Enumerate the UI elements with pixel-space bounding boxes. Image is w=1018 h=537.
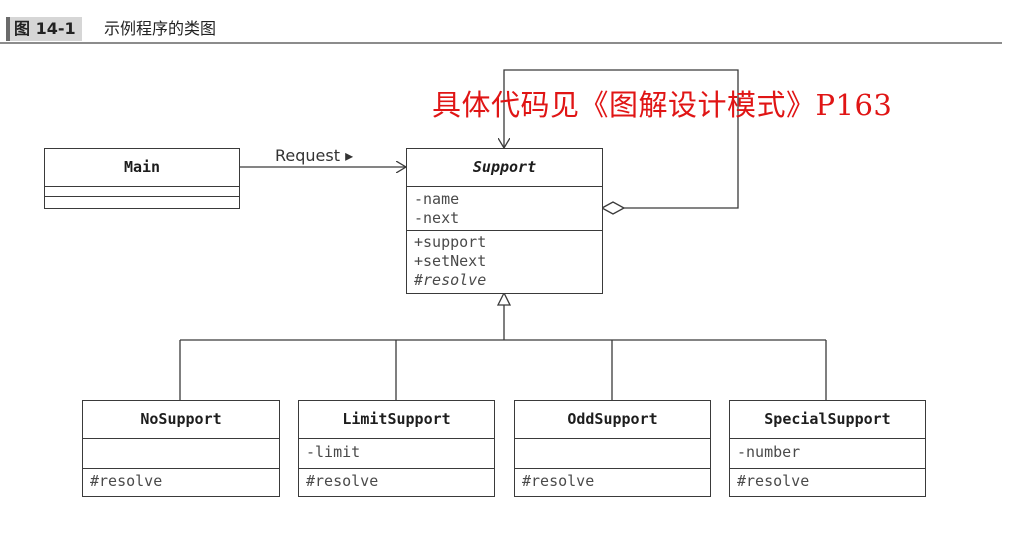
- attributes-section: [83, 439, 279, 469]
- class-name: OddSupport: [515, 401, 710, 439]
- figure-title: 示例程序的类图: [104, 19, 217, 38]
- attribute: -next: [414, 209, 460, 227]
- figure-number: 图 14-1: [6, 17, 82, 41]
- class-main: Main: [44, 148, 240, 209]
- operation: +setNext: [414, 252, 487, 270]
- class-special-support: SpecialSupport -number #resolve: [729, 400, 926, 497]
- operations-section: #resolve: [730, 469, 925, 491]
- generalization-triangle: [496, 291, 512, 306]
- figure-header: 图 14-1 示例程序的类图: [0, 13, 1018, 43]
- class-name: SpecialSupport: [730, 401, 925, 439]
- aggregation-diamond: [600, 201, 626, 215]
- attribute: -limit: [306, 443, 361, 461]
- next-aggregation-loop: [504, 69, 739, 209]
- operations-section: #resolve: [299, 469, 494, 491]
- header-rule: [0, 42, 1002, 44]
- operation: #resolve: [90, 472, 163, 490]
- class-name: LimitSupport: [299, 401, 494, 439]
- attributes-section: -number: [730, 439, 925, 469]
- operations-section: #resolve: [515, 469, 710, 491]
- class-support: Support -name -next +support +setNext #r…: [406, 148, 603, 294]
- operations-section: #resolve: [83, 469, 279, 491]
- attributes-section: [45, 187, 239, 197]
- class-limit-support: LimitSupport -limit #resolve: [298, 400, 495, 497]
- attributes-section: -limit: [299, 439, 494, 469]
- operation: #resolve: [522, 472, 595, 490]
- operation: #resolve: [737, 472, 810, 490]
- code-reference-note: 具体代码见《图解设计模式》P163: [432, 88, 893, 122]
- operation: #resolve: [306, 472, 379, 490]
- class-odd-support: OddSupport #resolve: [514, 400, 711, 497]
- abstract-operation: #resolve: [414, 271, 487, 289]
- operation: +support: [414, 233, 487, 251]
- class-no-support: NoSupport #resolve: [82, 400, 280, 497]
- class-name: NoSupport: [83, 401, 279, 439]
- class-name: Main: [45, 149, 239, 187]
- class-name: Support: [407, 149, 602, 187]
- operations-section: [45, 197, 239, 207]
- operations-section: +support +setNext #resolve: [407, 231, 602, 290]
- attributes-section: -name -next: [407, 187, 602, 231]
- attribute: -number: [737, 443, 801, 461]
- request-label: Request ▸: [275, 146, 354, 165]
- attributes-section: [515, 439, 710, 469]
- attribute: -name: [414, 190, 460, 208]
